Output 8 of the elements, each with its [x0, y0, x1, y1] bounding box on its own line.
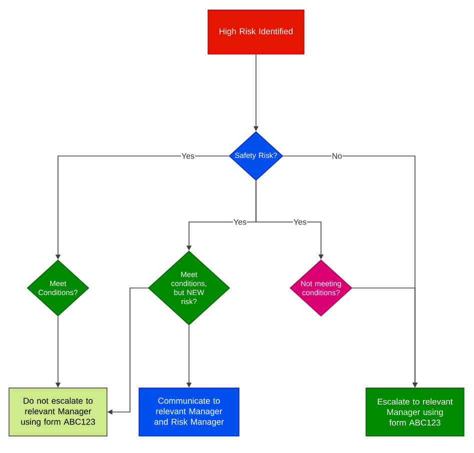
edge-label: Yes: [292, 218, 308, 226]
process-box: Escalate to relevant Manager using form ABC123: [366, 388, 464, 436]
edge-label: Yes: [180, 152, 196, 160]
edge-label: No: [331, 152, 343, 160]
process-box: Do not escalate to relevant Manager using form ABC123: [8, 388, 108, 436]
process-box: High Risk Identified: [208, 10, 304, 54]
process-box: Communicate to relevant Manager and Risk Manager: [138, 388, 240, 436]
edge-label: Yes: [232, 218, 248, 226]
